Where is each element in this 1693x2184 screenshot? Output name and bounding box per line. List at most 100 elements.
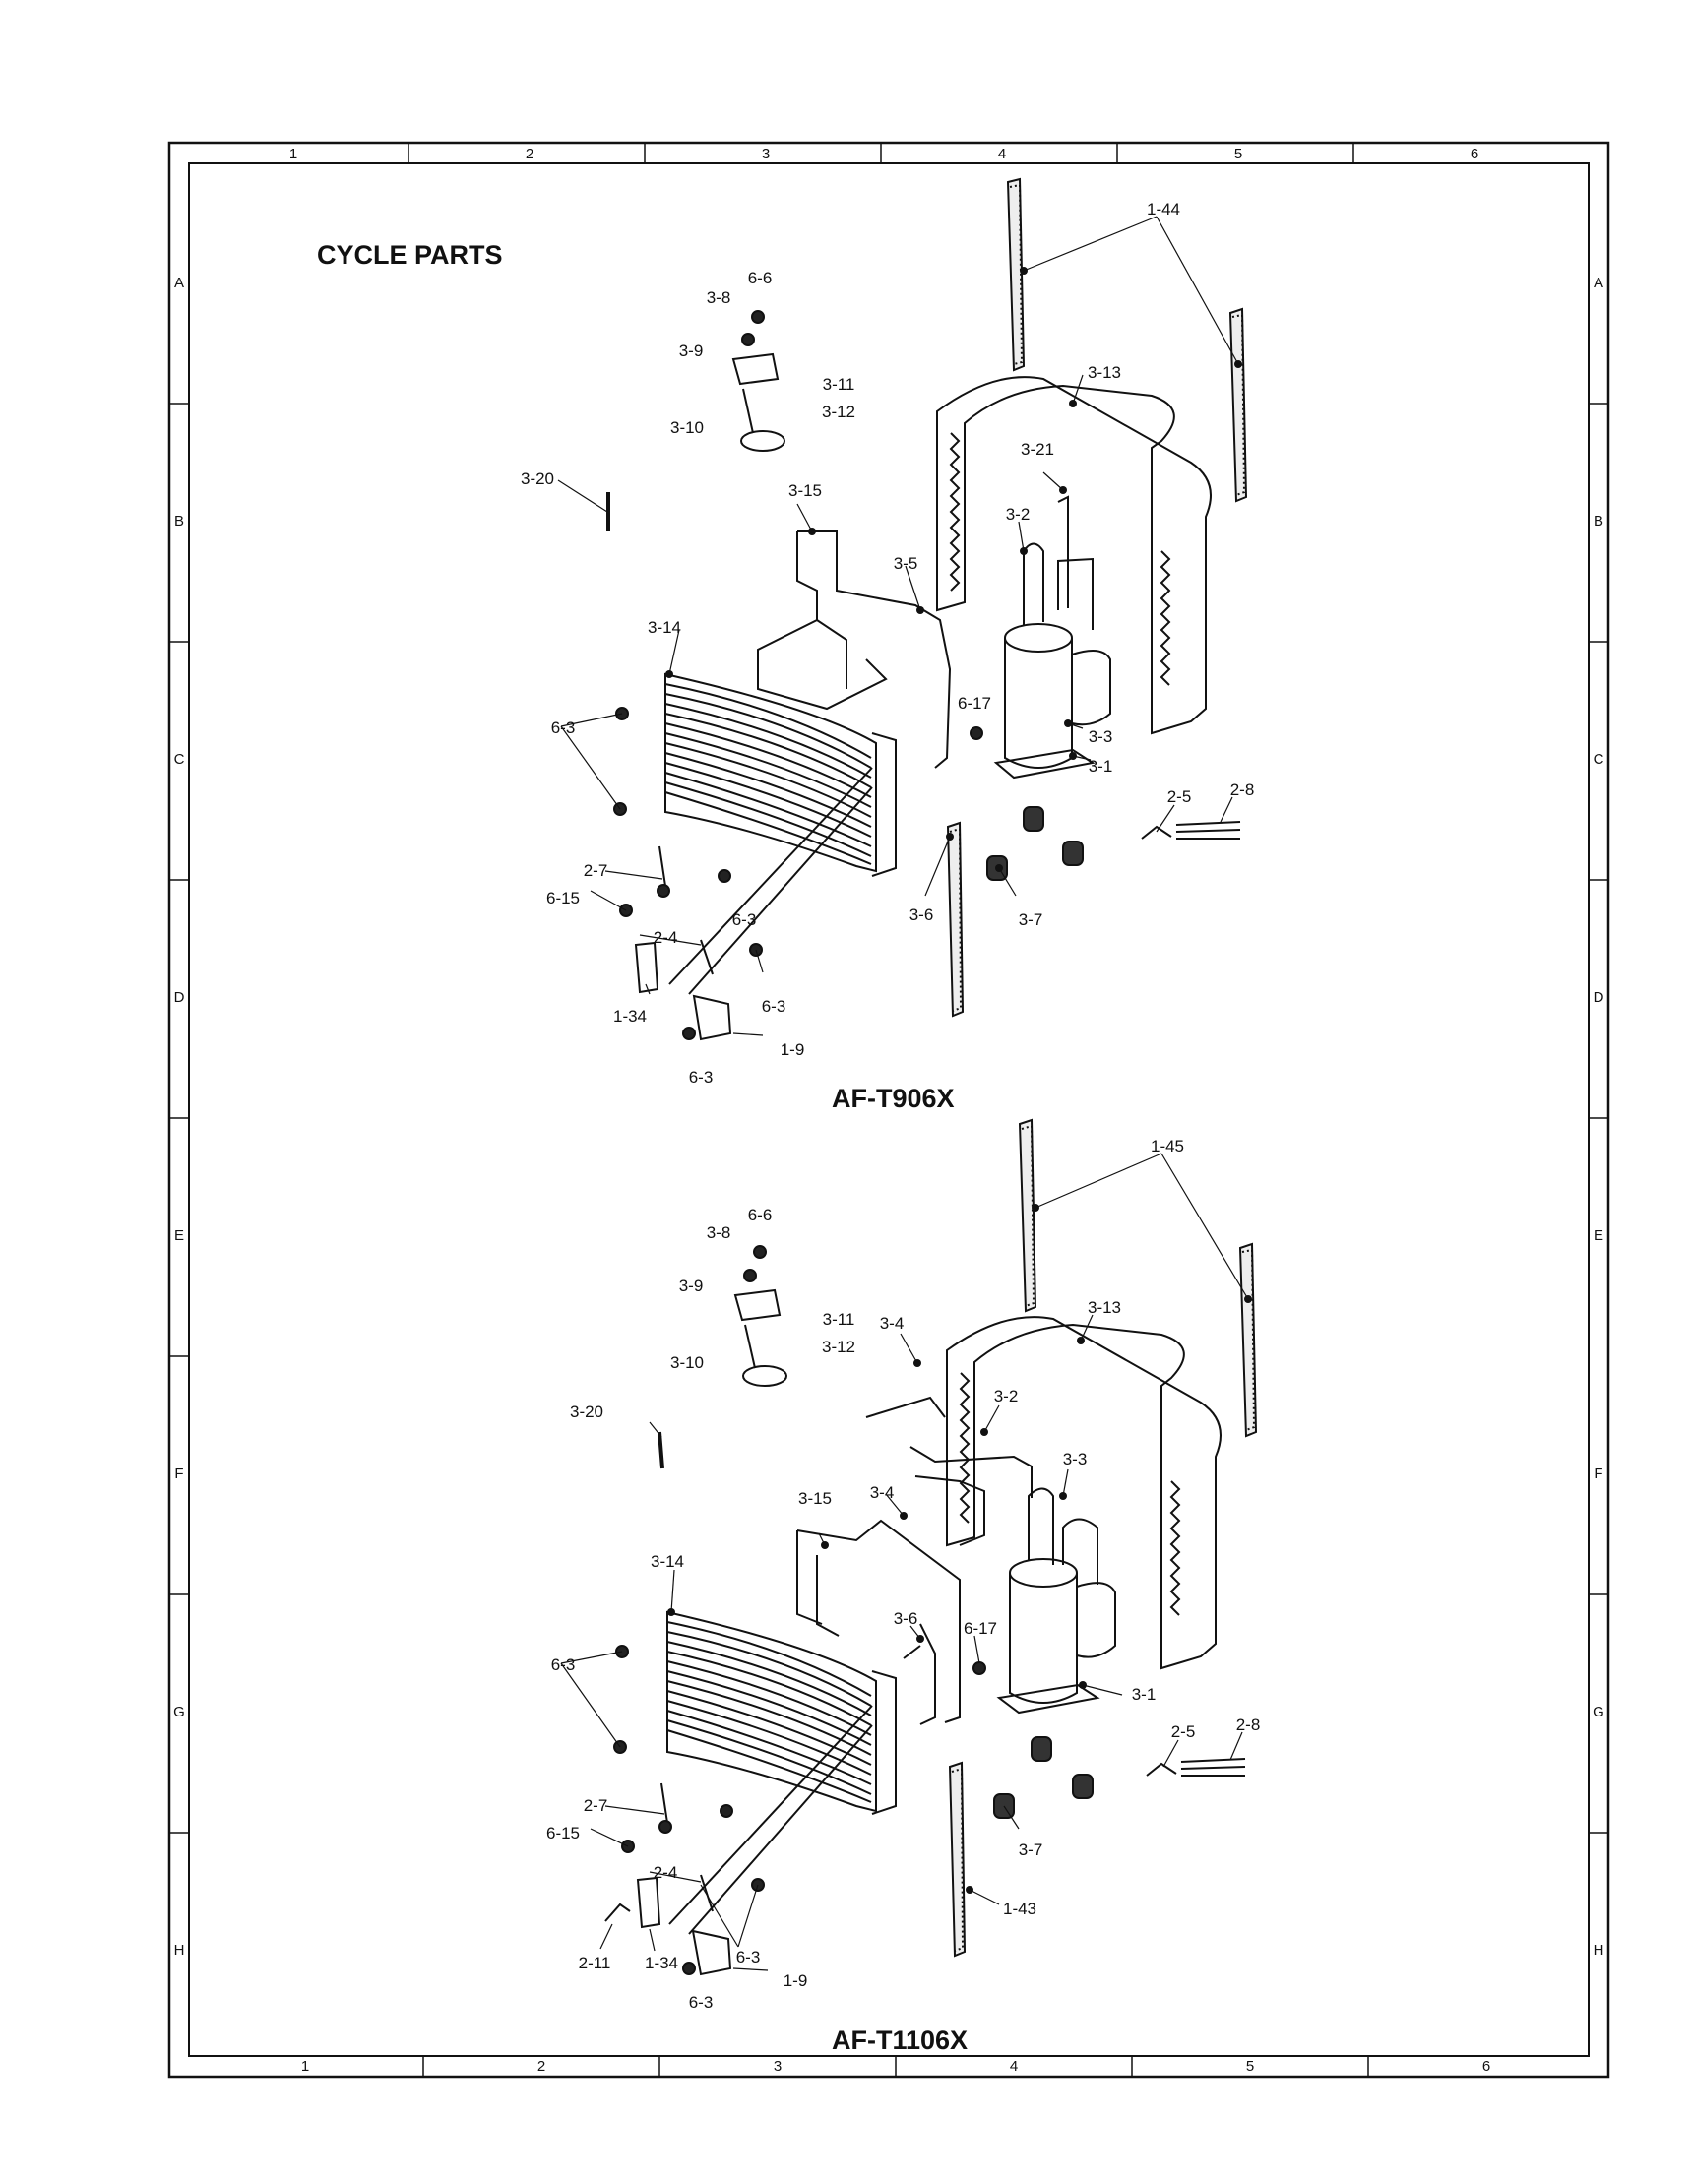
part-label-3-1: 3-1 [1089,757,1113,776]
grid-row-label: G [1593,1704,1604,1720]
part-label-1-9: 1-9 [781,1040,805,1059]
page-title: CYCLE PARTS [317,240,503,270]
part-label-2-4: 2-4 [654,928,678,947]
part-label-3-10: 3-10 [670,418,704,437]
grid-col-label: 3 [774,2058,782,2075]
grid-col-label: 2 [526,146,533,162]
grid-row-label: D [1594,989,1604,1006]
part-label-3-2: 3-2 [994,1387,1019,1405]
compressor [993,495,1111,780]
compressor-2 [865,1396,1116,1715]
grid-col-label: 6 [1482,2058,1490,2075]
grid-row-label: C [174,751,185,768]
diagram-af-t906x [557,177,1248,1041]
grid-ticks [169,143,1608,2077]
grid-col-label: 5 [1246,2058,1254,2075]
grid-col-label: 1 [289,146,297,162]
part-label-2-4: 2-4 [654,1863,678,1882]
grid-column-labels-bottom: 1 2 3 4 5 6 [301,2058,1490,2075]
part-label-6-15: 6-15 [546,1824,580,1842]
evaporator-coil-2 [666,1610,897,1935]
part-label-3-9: 3-9 [679,342,704,360]
part-label-3-1: 3-1 [1132,1685,1157,1704]
part-label-3-20: 3-20 [570,1403,603,1421]
part-label-3-10: 3-10 [670,1353,704,1372]
part-label-1-34: 1-34 [645,1954,678,1972]
part-label-3-6: 3-6 [894,1609,918,1628]
small-parts [613,707,983,1041]
part-label-2-7: 2-7 [584,1796,608,1815]
part-label-2-11: 2-11 [579,1954,611,1972]
valve-assembly-2 [658,1245,787,1469]
grid-row-label: F [1594,1466,1602,1482]
valve-assembly [606,310,785,531]
part-label-6-6: 6-6 [748,1206,773,1224]
grid-col-label: 3 [762,146,770,162]
grid-row-label: D [174,989,185,1006]
rubber-feet-2 [993,1736,1094,1819]
piping-3-15 [757,530,952,769]
grid-row-label: H [174,1942,185,1959]
part-label-3-8: 3-8 [707,1223,731,1242]
grid-row-labels-left: A B C D E F G H [173,275,185,1959]
part-label-6-17: 6-17 [964,1619,997,1638]
part-label-2-5: 2-5 [1171,1722,1196,1741]
part-label-1-34: 1-34 [613,1007,647,1026]
grid-row-label: C [1594,751,1604,768]
grid-column-labels-top: 1 2 3 4 5 6 [289,146,1478,162]
part-label-1-9: 1-9 [784,1971,808,1990]
part-label-1-45: 1-45 [1151,1137,1184,1155]
grid-row-label: A [174,275,184,291]
part-label-3-11: 3-11 [823,1310,855,1329]
part-label-3-20: 3-20 [521,469,554,488]
part-label-3-14: 3-14 [651,1552,684,1571]
part-label-6-3c: 6-3 [689,1993,714,2012]
grid-row-label: G [173,1704,185,1720]
wire-harness [1141,821,1241,840]
part-label-3-12: 3-12 [822,1338,855,1356]
part-label-1-44: 1-44 [1147,200,1180,218]
diagram-1-labels: 1-44 6-6 3-8 3-9 3-11 3-12 3-10 3-13 3-2… [521,200,1254,1087]
insulation-bar-lower [946,821,965,1018]
part-label-3-8: 3-8 [707,288,731,307]
evaporator-coil [664,672,897,995]
part-label-3-9: 3-9 [679,1277,704,1295]
leader-lines-2 [560,1153,1249,1971]
part-label-3-4: 3-4 [880,1314,905,1333]
part-label-3-2: 3-2 [1006,505,1031,524]
part-label-3-6: 3-6 [909,905,934,924]
part-label-3-12: 3-12 [822,403,855,421]
grid-row-label: B [1594,513,1603,530]
part-label-3-13: 3-13 [1088,1298,1121,1317]
part-label-6-3b: 6-3 [736,1948,761,1966]
part-label-6-3c: 6-3 [762,997,786,1016]
grid-row-label: A [1594,275,1603,291]
part-label-2-8: 2-8 [1236,1716,1261,1734]
condenser-coil-2 [946,1316,1222,1670]
part-label-6-3d: 6-3 [689,1068,714,1087]
small-parts-2 [604,1645,986,1976]
part-label-6-3b: 6-3 [732,910,757,929]
part-label-6-3: 6-3 [551,1655,576,1674]
wire-harness-2 [1146,1758,1246,1777]
grid-col-label: 2 [537,2058,545,2075]
outer-border [167,141,1610,2079]
part-label-1-43: 1-43 [1003,1900,1036,1918]
rubber-feet [986,806,1084,881]
condenser-coil [936,376,1212,735]
part-label-3-7: 3-7 [1019,910,1043,929]
part-label-6-3: 6-3 [551,718,576,737]
part-label-3-3: 3-3 [1089,727,1113,746]
part-label-3-4b: 3-4 [870,1483,895,1502]
piping-3-15-2 [796,1519,961,1725]
part-label-2-7: 2-7 [584,861,608,880]
model-label-af-t906x: AF-T906X [832,1084,955,1113]
part-label-3-13: 3-13 [1088,363,1121,382]
part-label-2-5: 2-5 [1167,787,1192,806]
grid-row-label: F [174,1466,183,1482]
leader-lines [557,216,1239,1036]
model-label-af-t1106x: AF-T1106X [832,2026,968,2055]
part-label-3-3: 3-3 [1063,1450,1088,1468]
part-label-3-15: 3-15 [798,1489,832,1508]
grid-col-label: 1 [301,2058,309,2075]
